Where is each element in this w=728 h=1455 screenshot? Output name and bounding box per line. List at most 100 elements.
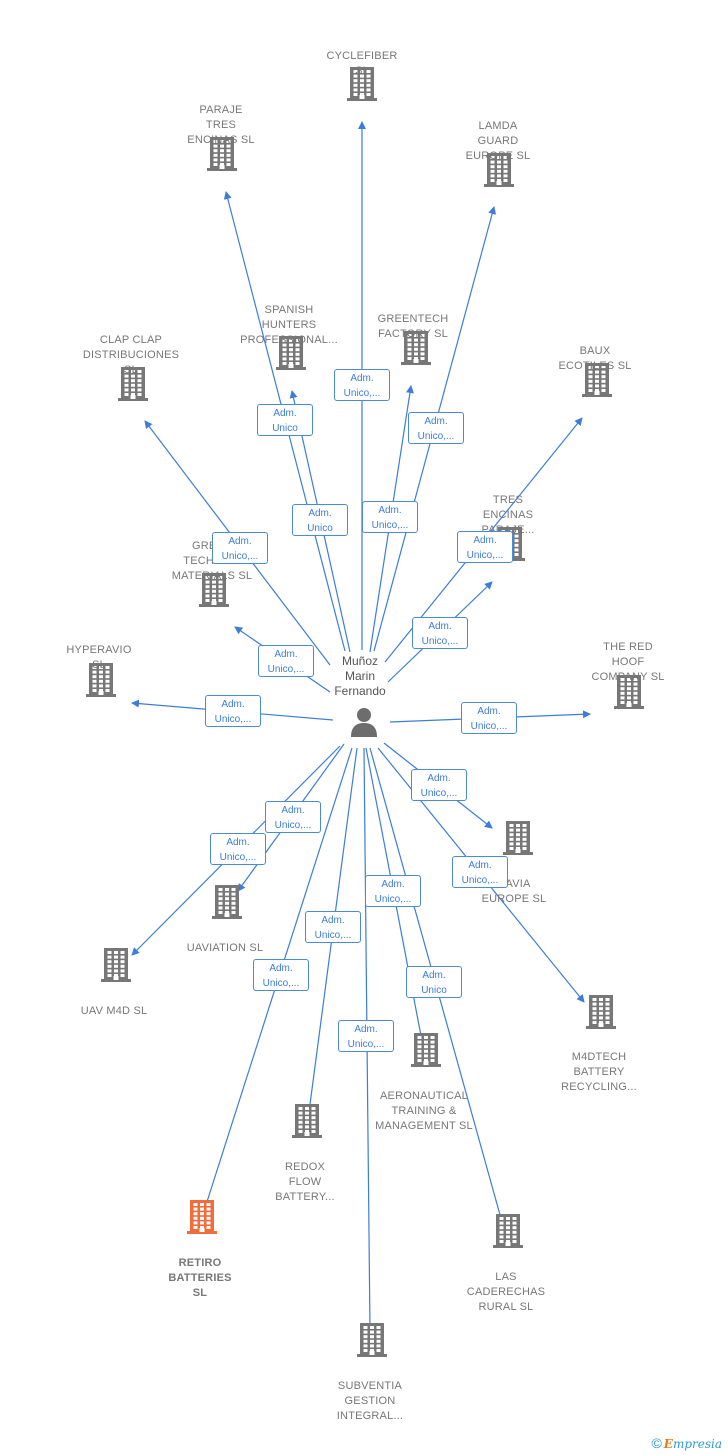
edge-label-line: Unico [421,985,447,996]
building-icon[interactable] [614,674,644,710]
building-icon[interactable] [401,330,431,366]
company-name-line: HUNTERS [261,319,317,331]
edge-label-tres-encinas-paraje[interactable]: Adm.Unico,... [412,617,468,649]
building-icon[interactable] [207,136,237,172]
company-name-line: BATTERIES [168,1272,232,1284]
edge-label-line: Adm. [378,505,402,516]
building-icon[interactable] [493,1213,523,1249]
company-name-line: REDOX [284,1161,326,1173]
edge-label-clap-clap[interactable]: Adm.Unico,... [212,532,268,564]
edge-label-aeronautical[interactable]: Adm.Unico,... [365,875,421,907]
company-name-line: GREENTECH [377,313,449,325]
edge-label-red-hoof[interactable]: Adm.Unico,... [461,702,517,734]
edge-label-line: Adm. [221,699,245,710]
edge-label-line: Adm. [228,536,252,547]
edge-label-line: Adm. [281,805,305,816]
company-name-line: RETIRO [178,1257,222,1269]
edge-label-las-caderechas[interactable]: Adm.Unico [406,966,462,998]
footer-brand[interactable]: ©Empresia [651,1435,722,1451]
company-name-line: UAVIATION SL [186,942,264,954]
edge-label-line: Adm. [381,879,405,890]
edge-label-line: Adm. [428,621,452,632]
edge-label-line: Adm. [354,1024,378,1035]
edge-label-lamda-guard[interactable]: Adm.Unico,... [408,412,464,444]
edge-label-hyperavio[interactable]: Adm.Unico,... [205,695,261,727]
edge-label-cyclefiber[interactable]: Adm. Unico,... [334,369,390,401]
edge-label-line: Unico,... [267,664,305,675]
edge-label-uav-m4d[interactable]: Adm.Unico,... [210,833,266,865]
building-icon[interactable] [199,572,229,608]
company-name-line: AERONAUTICAL [380,1090,468,1102]
company-name-line: UAV M4D SL [80,1005,148,1017]
building-icon[interactable] [292,1103,322,1139]
building-icon[interactable] [503,820,533,856]
edge-label-spanish-hunters[interactable]: Adm.Unico [292,504,348,536]
company-name-line: TRES [205,119,237,131]
company-name-line: MATERIALS SL [171,570,253,582]
company-name-line: TRAINING & [391,1105,457,1117]
edge-label-line: Unico,... [461,875,499,886]
building-icon[interactable] [347,66,377,102]
company-name-line: SL [192,1287,208,1299]
company-name-line: HYPERAVIO [66,644,132,656]
copyright-icon: © [651,1435,662,1451]
edge-label-m4dtech[interactable]: Adm. Unico,... [452,856,508,888]
edge-label-baux-ecotiles[interactable]: Adm.Unico,... [457,531,513,563]
edge-label-paraje-tres-encinas[interactable]: Adm.Unico [257,404,313,436]
company-label-uav-m4d[interactable]: UAV M4D SL [44,1004,184,1019]
edge-label-line: Adm. [468,860,492,871]
building-icon[interactable] [101,947,131,983]
edge-label-subventia[interactable]: Adm.Unico,... [338,1020,394,1052]
building-icon[interactable] [411,1032,441,1068]
edge-label-line: Unico,... [417,431,455,442]
edge-label-line: Adm. [350,373,374,384]
edge-label-uaviation[interactable]: Adm. Unico,... [265,801,321,833]
edge-label-redox-flow[interactable]: Adm.Unico,... [305,911,361,943]
company-name-line: PARAJE [199,104,243,116]
person-icon[interactable] [349,706,379,738]
company-name-line: FLOW [288,1176,322,1188]
building-icon[interactable] [118,366,148,402]
building-icon[interactable] [357,1322,387,1358]
company-name-line: PROFESSIONAL... [240,334,338,346]
edge-label-uavia-europe[interactable]: Adm.Unico,... [411,769,467,801]
company-name-line: SL [92,659,106,671]
center-person-name[interactable]: Muñoz Marin Fernando [300,654,420,699]
edge-label-line: Adm. [308,508,332,519]
building-icon[interactable] [86,662,116,698]
company-name-line: RURAL SL [478,1301,534,1313]
building-icon[interactable] [212,884,242,920]
edge-label-line: Adm. [269,963,293,974]
company-label-uaviation[interactable]: UAVIATION SL [155,941,295,956]
company-label-hyperavio[interactable]: HYPERAVIO SL [29,643,169,673]
edge-label-greentech-factory[interactable]: Adm.Unico,... [362,501,418,533]
edge-label-retiro-batteries[interactable]: Adm. Unico,... [253,959,309,991]
building-icon[interactable] [276,335,306,371]
edge-label-line: Unico,... [343,388,381,399]
edge-label-line: Adm. [427,773,451,784]
edge-label-line: Unico,... [274,820,312,831]
building-icon[interactable] [586,994,616,1030]
edge-label-line: Adm. [274,649,298,660]
building-icon[interactable] [187,1199,217,1235]
company-name-line: CLAP CLAP [99,334,163,346]
company-label-retiro-batteries[interactable]: RETIRO BATTERIES SL [130,1256,270,1301]
edge-label-line: Unico,... [262,978,300,989]
edge-label-green-tech-materials[interactable]: Adm. Unico,... [258,645,314,677]
building-icon[interactable] [484,152,514,188]
building-icon[interactable] [582,362,612,398]
company-name-line: EUROPE SL [481,893,547,905]
